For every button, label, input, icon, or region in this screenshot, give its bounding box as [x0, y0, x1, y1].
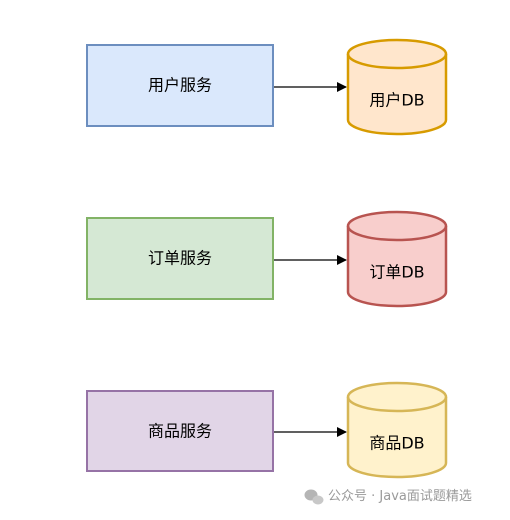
row-product: 商品服务 商品DB	[86, 381, 448, 479]
watermark: 公众号 · Java面试题精选	[304, 489, 472, 505]
order-service-box[interactable]	[86, 217, 274, 300]
order-service-label: 订单服务	[148, 249, 212, 268]
row-user: 用户服务 用户DB	[86, 38, 448, 136]
product-service-label: 商品服务	[148, 422, 212, 441]
order-db-label: 订单DB	[369, 263, 424, 282]
wechat-icon	[304, 489, 324, 505]
user-service-label: 用户服务	[148, 76, 212, 95]
product-service-box[interactable]	[86, 390, 274, 472]
product-db-cylinder[interactable]	[346, 381, 448, 479]
watermark-text: 公众号 · Java面试题精选	[328, 489, 472, 504]
order-db-cylinder[interactable]	[346, 210, 448, 308]
user-service-box[interactable]	[86, 44, 274, 127]
user-db-cylinder[interactable]	[346, 38, 448, 136]
row-order: 订单服务 订单DB	[86, 210, 448, 308]
user-db-label: 用户DB	[369, 91, 424, 110]
product-db-label: 商品DB	[369, 434, 424, 453]
